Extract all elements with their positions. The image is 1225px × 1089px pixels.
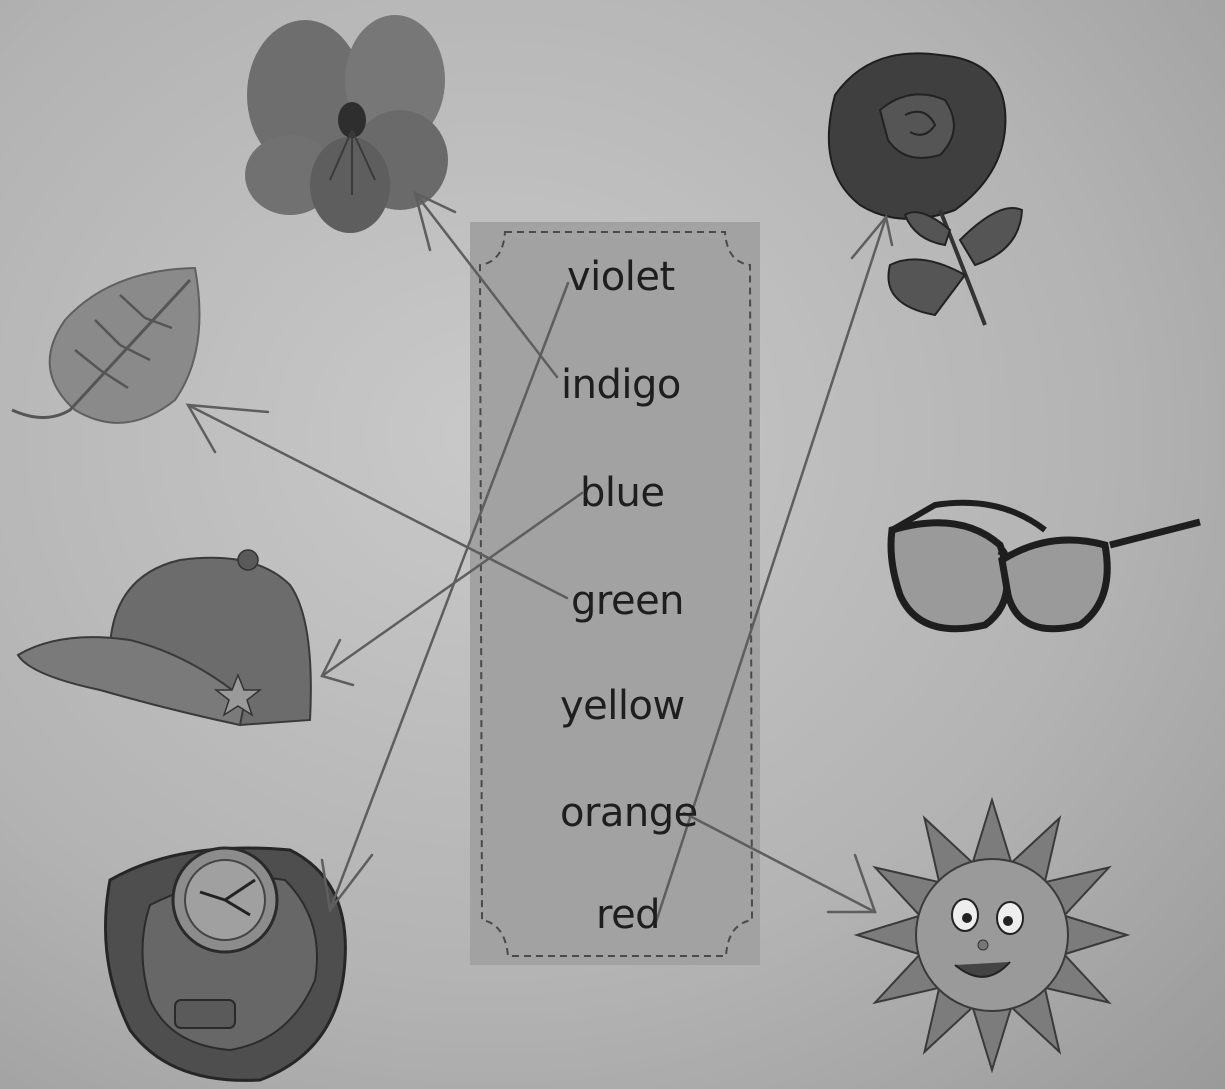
arrowhead-orange	[828, 855, 875, 912]
leaf-icon	[12, 268, 200, 423]
word-orange[interactable]: orange	[560, 793, 698, 833]
rose-icon	[829, 53, 1022, 325]
cap-icon	[18, 550, 311, 725]
watch-icon	[106, 848, 346, 1080]
word-blue[interactable]: blue	[580, 473, 664, 513]
word-yellow[interactable]: yellow	[560, 686, 685, 726]
word-indigo[interactable]: indigo	[561, 365, 681, 405]
sun-icon	[857, 800, 1127, 1070]
word-red[interactable]: red	[596, 895, 660, 935]
glasses-icon	[891, 503, 1200, 629]
word-violet[interactable]: violet	[567, 257, 675, 297]
word-green[interactable]: green	[571, 581, 684, 621]
arrowhead-blue	[322, 640, 353, 685]
arrowhead-red	[852, 217, 892, 258]
